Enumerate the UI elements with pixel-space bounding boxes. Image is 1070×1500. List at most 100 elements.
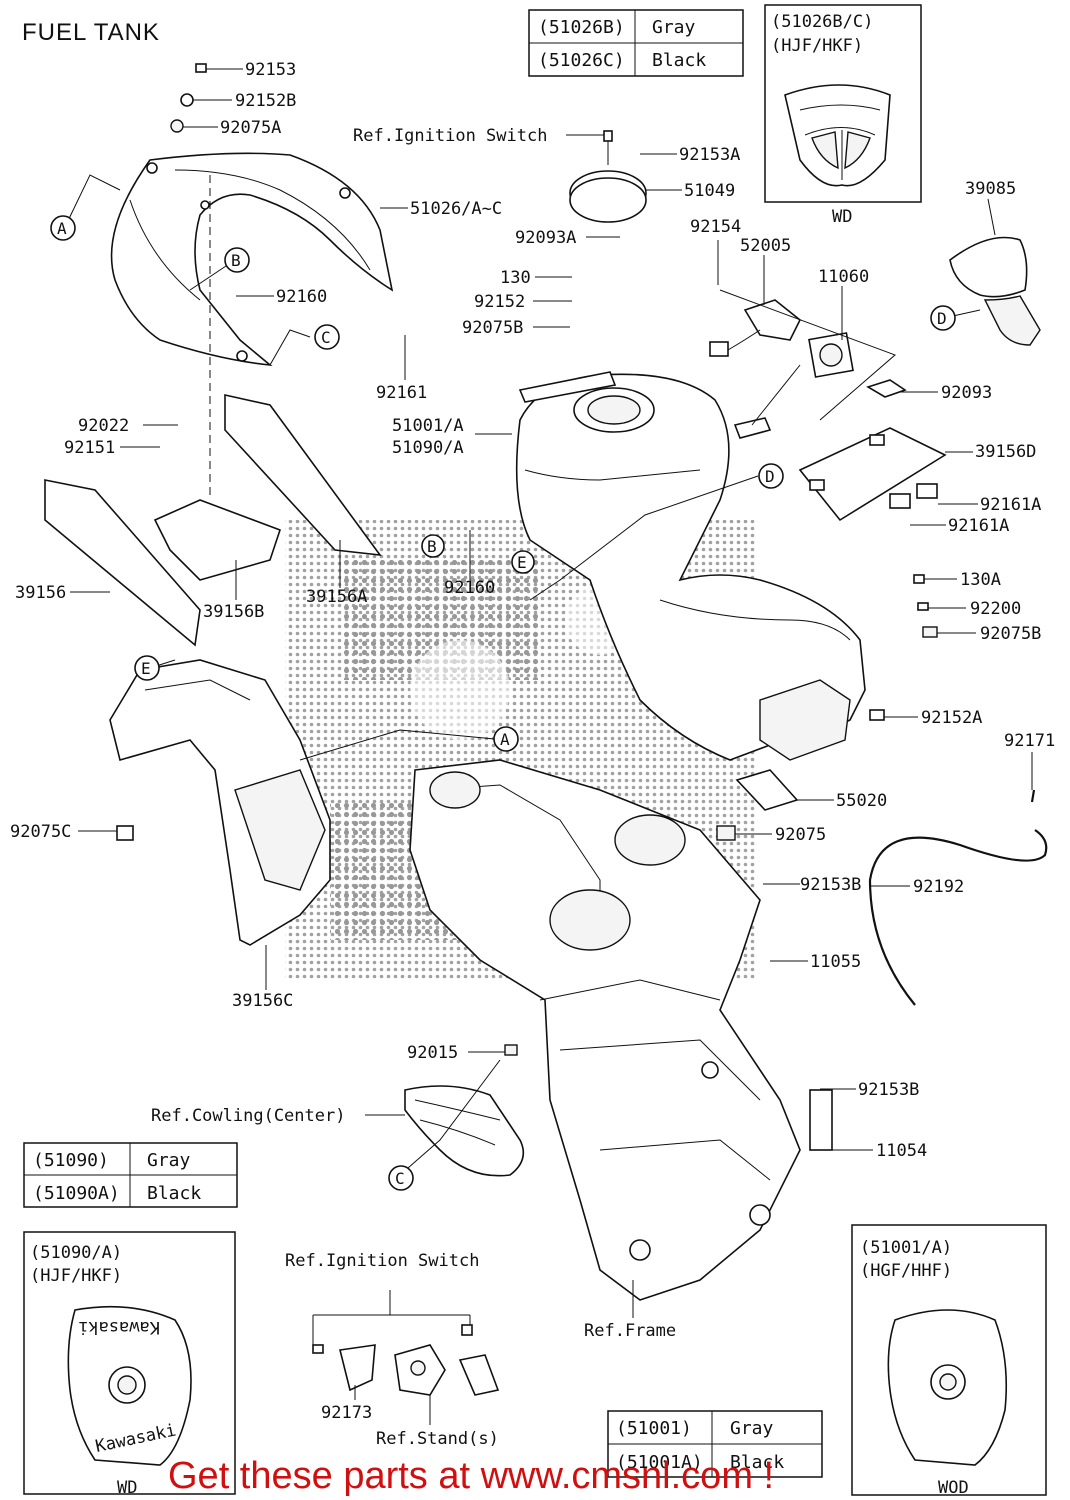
inset-line1: (51001/A) xyxy=(860,1238,952,1258)
ref-letter: D xyxy=(937,309,947,328)
part-label: 92192 xyxy=(913,877,964,897)
ref-letter: A xyxy=(500,730,510,749)
part-label: 92161A xyxy=(948,516,1009,536)
inset-line1: (51090/A) xyxy=(30,1243,122,1263)
color-table-51026: (51026B) Gray (51026C) Black xyxy=(528,9,744,77)
ref-letter: A xyxy=(57,219,67,238)
part-label: 92153B xyxy=(858,1080,919,1100)
part-label: 39156D xyxy=(975,442,1036,462)
ref-letter: B xyxy=(231,251,241,270)
part-label: 51090/A xyxy=(392,438,464,458)
tank-cover-51026 xyxy=(110,152,394,500)
part-label: 52005 xyxy=(740,236,791,256)
part-label: 92075 xyxy=(775,825,826,845)
part-label: 11055 xyxy=(810,952,861,972)
part-label: 92151 xyxy=(64,438,115,458)
fuel-pump-52005 xyxy=(709,289,896,439)
table-code: (51090A) xyxy=(33,1183,120,1204)
frame xyxy=(409,759,833,1301)
inset-line2: (HJF/HKF) xyxy=(771,36,863,56)
part-label: 39085 xyxy=(965,179,1016,199)
part-label: 92153A xyxy=(679,145,740,165)
color-table-51001: (51001) Gray (51001A) Black xyxy=(607,1410,823,1478)
part-label: 92075B xyxy=(462,318,523,338)
plate-39156D xyxy=(798,379,947,522)
bolt-92153 xyxy=(170,63,207,133)
table-code: (51090) xyxy=(33,1150,109,1171)
part-label: 92152 xyxy=(474,292,525,312)
ref-letter: E xyxy=(517,553,527,572)
inset-cover-variant: (51026B/C) (HJF/HKF) WD xyxy=(764,4,922,227)
table-color: Gray xyxy=(730,1418,774,1439)
part-label: 92093 xyxy=(941,383,992,403)
part-label: 130A xyxy=(960,570,1001,590)
part-label: Ref.Cowling(Center) xyxy=(151,1106,345,1126)
circle-references: A B C D D E A C B E xyxy=(50,215,956,1191)
inset-caption: WD xyxy=(832,207,852,227)
inset-tank-decal-variant: (51090/A) (HJF/HKF) Kawasaki Kawasaki WD xyxy=(23,1231,236,1498)
part-label: Ref.Stand(s) xyxy=(376,1429,499,1449)
part-label: 92075A xyxy=(220,118,281,138)
brand-decal-top: Kawasaki xyxy=(78,1317,160,1337)
part-label: 39156C xyxy=(232,991,293,1011)
part-label: 92173 xyxy=(321,1403,372,1423)
part-label: 92152B xyxy=(235,91,296,111)
color-table-51090: (51090) Gray (51090A) Black xyxy=(23,1142,238,1208)
inset-caption: WD xyxy=(117,1478,137,1498)
part-label: 92160 xyxy=(276,287,327,307)
ref-letter: C xyxy=(321,328,331,347)
table-code: (51001) xyxy=(616,1418,692,1439)
part-label: 92153B xyxy=(800,875,861,895)
cowling-center xyxy=(404,1085,525,1177)
ref-letter: C xyxy=(395,1169,405,1188)
part-label: Ref.Ignition Switch xyxy=(353,126,547,146)
footer-promo[interactable]: Get these parts at www.cmsnl.com ! xyxy=(168,1455,774,1497)
cover-39085 xyxy=(949,236,1041,346)
inset-caption: WOD xyxy=(938,1478,969,1498)
ref-letter: D xyxy=(765,467,775,486)
part-label: 92161A xyxy=(980,495,1041,515)
part-label: 92022 xyxy=(78,416,129,436)
inset-tank-variant-51001: (51001/A) (HGF/HHF) WOD xyxy=(851,1224,1047,1498)
part-label: Ref.Ignition Switch xyxy=(285,1251,479,1271)
part-label: 92075C xyxy=(10,822,71,842)
part-label: 92200 xyxy=(970,599,1021,619)
part-label: 92171 xyxy=(1004,731,1055,751)
part-label: 92153 xyxy=(245,60,296,80)
part-labels: 92153 92152B 92075A Ref.Ignition Switch … xyxy=(10,60,1055,1449)
table-code: (51026B) xyxy=(538,17,625,38)
part-label: 11054 xyxy=(876,1141,927,1161)
part-label: 51026/A~C xyxy=(410,199,502,219)
part-label: 92161 xyxy=(376,383,427,403)
fuel-cap-51049 xyxy=(569,130,647,223)
ref-letter: B xyxy=(427,537,437,556)
hose-92192 xyxy=(868,789,1048,1006)
table-code: (51001A) xyxy=(616,1452,703,1473)
part-label: 51001/A xyxy=(392,416,464,436)
table-color: Gray xyxy=(147,1150,191,1171)
part-label: 92160 xyxy=(444,578,495,598)
part-label: 92093A xyxy=(515,228,576,248)
side-cover-39156C xyxy=(109,659,331,946)
part-label: 92152A xyxy=(921,708,982,728)
ref-letter: E xyxy=(141,659,151,678)
ignition-switch-parts xyxy=(312,1290,500,1396)
inset-line2: (HJF/HKF) xyxy=(30,1266,122,1286)
part-label: 92015 xyxy=(407,1043,458,1063)
part-label: 11060 xyxy=(818,267,869,287)
inset-line1: (51026B/C) xyxy=(771,12,873,32)
part-label: 55020 xyxy=(836,791,887,811)
fuel-tank-51001 xyxy=(515,371,885,761)
diagram-title: FUEL TANK xyxy=(22,19,160,46)
part-label: 39156B xyxy=(203,602,264,622)
part-label: 39156 xyxy=(15,583,66,603)
side-panels xyxy=(44,394,382,647)
table-color: Black xyxy=(652,50,706,71)
part-label: 92075B xyxy=(980,624,1041,644)
part-label: 39156A xyxy=(306,587,367,607)
part-label: 92154 xyxy=(690,217,741,237)
table-color: Black xyxy=(147,1183,201,1204)
part-label: 51049 xyxy=(684,181,735,201)
table-color: Gray xyxy=(652,17,696,38)
